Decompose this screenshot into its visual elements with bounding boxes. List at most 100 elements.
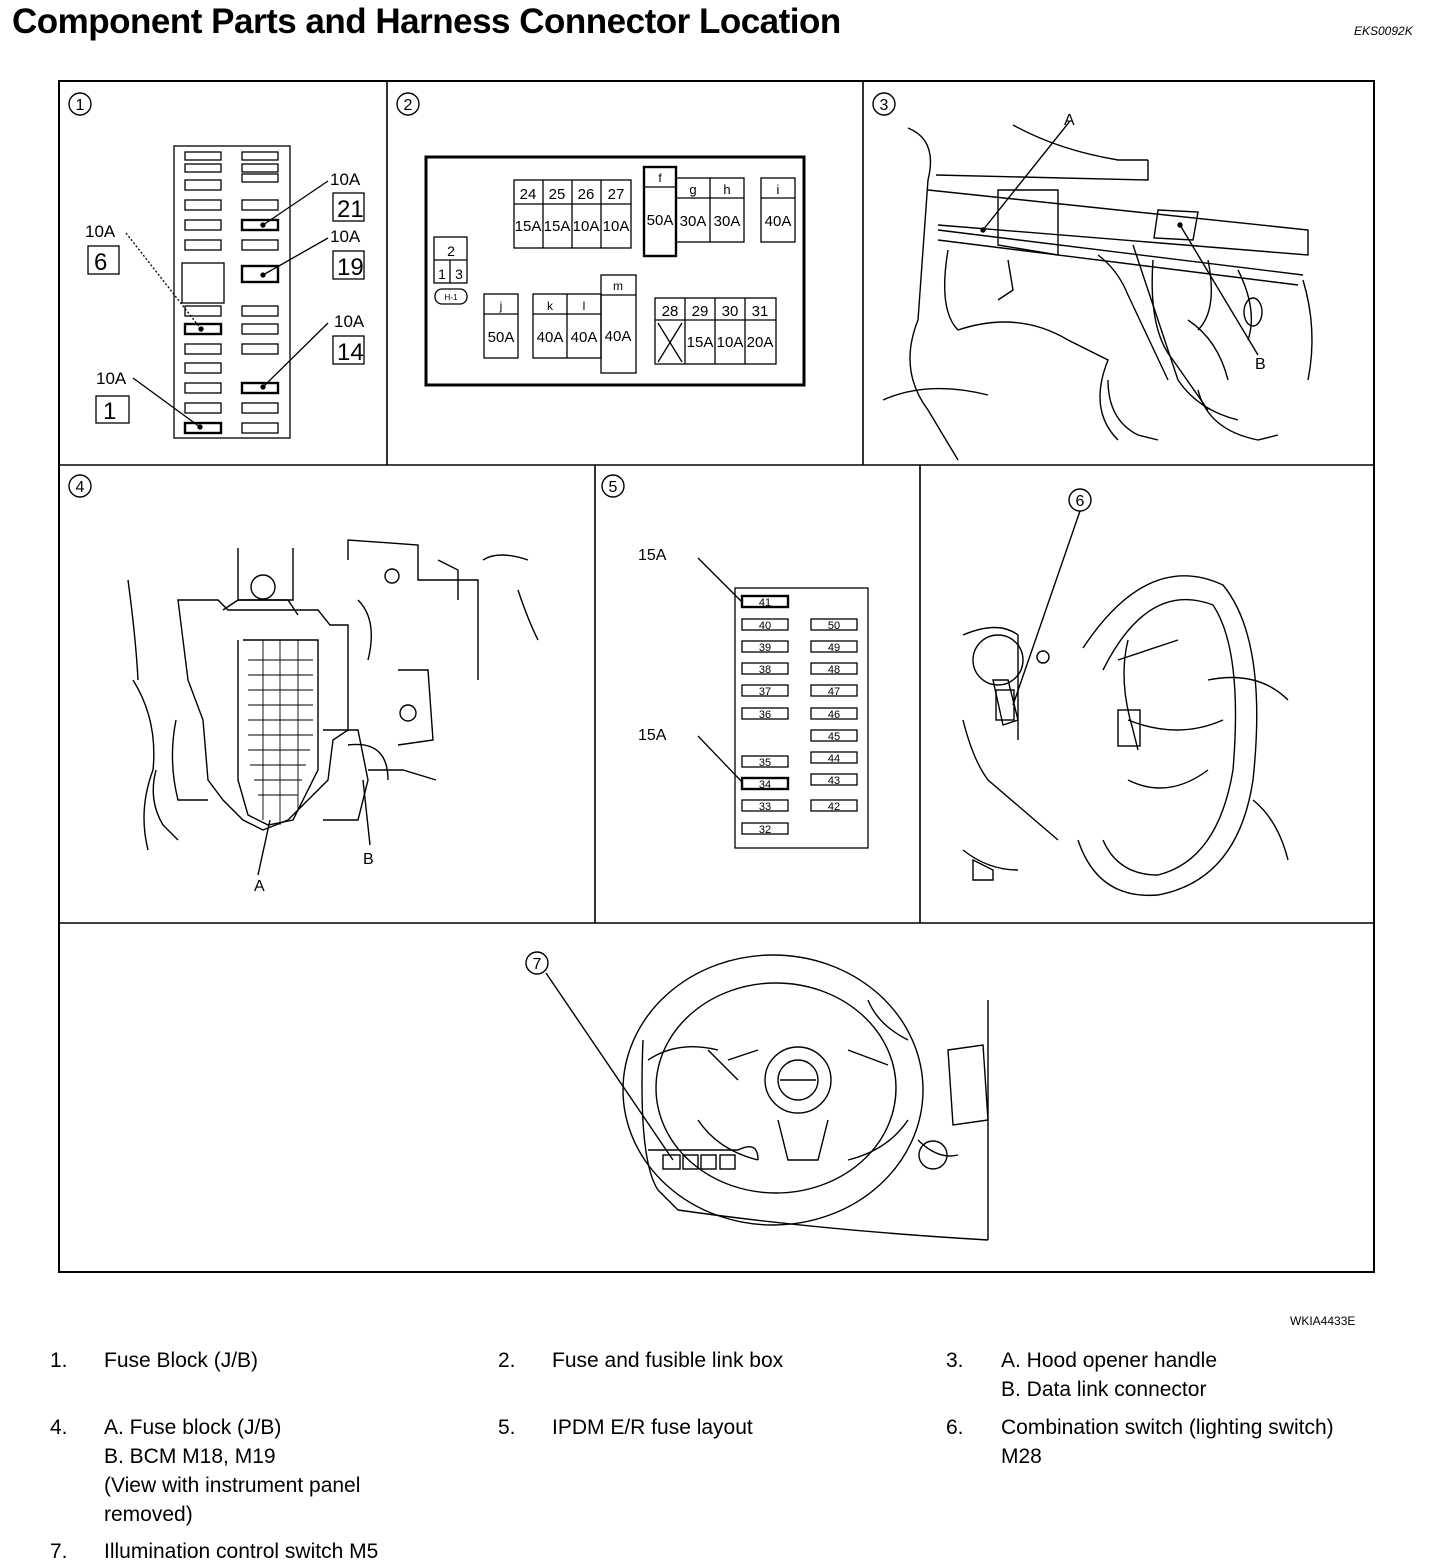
fuse-number-32: 32: [759, 824, 771, 836]
svg-text:l: l: [583, 299, 586, 313]
legend-text-4c: (View with instrument panel: [104, 1474, 361, 1497]
fuse-number-49: 49: [828, 642, 840, 654]
panel4-illustration: [127, 539, 539, 876]
fuse-number-37: 37: [759, 686, 771, 698]
fuse-slot-40: [741, 618, 789, 631]
panel-number-1: 1: [68, 92, 92, 116]
svg-text:1: 1: [76, 97, 85, 114]
svg-text:40A: 40A: [765, 213, 792, 230]
svg-text:10A: 10A: [334, 312, 365, 331]
fuse-slot-33: [741, 799, 789, 812]
svg-text:30A: 30A: [680, 213, 707, 230]
svg-text:1: 1: [103, 398, 116, 425]
fuse-number-46: 46: [828, 709, 840, 721]
fuse-number-48: 48: [828, 664, 840, 676]
fuse-slot-38: [741, 662, 789, 675]
svg-text:50A: 50A: [647, 212, 674, 229]
fuse-number-42: 42: [828, 801, 840, 813]
panel5-ipdm-box: [697, 557, 869, 849]
fuse-number-41: 41: [759, 597, 771, 609]
fuse-number-36: 36: [759, 709, 771, 721]
svg-text:15A: 15A: [544, 218, 571, 235]
svg-text:28: 28: [662, 303, 679, 320]
svg-text:4: 4: [76, 479, 85, 496]
svg-text:2: 2: [447, 243, 455, 259]
svg-text:m: m: [613, 279, 623, 293]
svg-text:25: 25: [549, 186, 566, 203]
legend-text-3a: A. Hood opener handle: [1001, 1349, 1217, 1372]
legend-num-7: 7.: [50, 1540, 68, 1563]
svg-text:26: 26: [578, 186, 595, 203]
legend-text-7: Illumination control switch M5: [104, 1540, 379, 1563]
fuse-slot-34: [740, 776, 790, 791]
fuse-number-34: 34: [759, 779, 771, 791]
svg-text:5: 5: [609, 479, 618, 496]
svg-text:14: 14: [337, 339, 364, 366]
panel4-labels: A B: [254, 851, 374, 895]
panel1-fuse-block: [87, 145, 365, 439]
svg-text:k: k: [547, 299, 554, 313]
panel-number-4: 4: [68, 474, 92, 498]
svg-text:A: A: [254, 878, 265, 895]
fuse-slot-50: [810, 618, 858, 631]
fuse-slot-45: [810, 729, 858, 742]
panel-number-2: 2: [396, 92, 420, 116]
svg-text:15A: 15A: [687, 334, 714, 351]
svg-text:i: i: [777, 182, 780, 197]
fuse-slot-36: [741, 707, 789, 720]
panel-number-3: 3: [872, 92, 896, 116]
fuse-slot-46: [810, 707, 858, 720]
svg-text:B: B: [363, 851, 374, 868]
panel2-labels: 24 25 26 27 15A 15A 10A 10A f 50A g 30A …: [438, 171, 791, 351]
svg-text:19: 19: [337, 254, 364, 281]
fuse-slot-42: [810, 799, 858, 812]
panel3-labels: A B: [1064, 112, 1266, 373]
svg-text:21: 21: [337, 196, 364, 223]
legend-text-5: IPDM E/R fuse layout: [552, 1416, 753, 1439]
svg-text:10A: 10A: [330, 170, 361, 189]
fuse-number-43: 43: [828, 775, 840, 787]
fuse-slot-37: [741, 684, 789, 697]
svg-text:2: 2: [404, 97, 413, 114]
svg-text:40A: 40A: [537, 329, 564, 346]
panel-number-6: 6: [1068, 488, 1092, 512]
legend-text-2: Fuse and fusible link box: [552, 1349, 784, 1372]
legend-text-6b: M28: [1001, 1445, 1042, 1468]
svg-text:10A: 10A: [573, 218, 600, 235]
svg-text:31: 31: [752, 303, 769, 320]
legend-text-4a: A. Fuse block (J/B): [104, 1416, 282, 1439]
fuse-slot-35: [741, 755, 789, 768]
fuse-slot-32: [741, 822, 789, 835]
svg-text:7: 7: [533, 956, 542, 973]
panel5-labels: 15A 15A: [638, 547, 667, 744]
fuse-number-40: 40: [759, 620, 771, 632]
fuse-number-47: 47: [828, 686, 840, 698]
svg-text:29: 29: [692, 303, 709, 320]
svg-text:6: 6: [1076, 493, 1085, 510]
legend-text-6a: Combination switch (lighting switch): [1001, 1416, 1334, 1439]
legend-num-1: 1.: [50, 1349, 68, 1372]
legend-text-3b: B. Data link connector: [1001, 1378, 1207, 1401]
svg-text:40A: 40A: [571, 329, 598, 346]
fuse-number-33: 33: [759, 801, 771, 813]
legend-num-6: 6.: [946, 1416, 964, 1439]
fuse-slot-41: [740, 594, 790, 609]
panel1-callout-labels: 10A 21 10A 6 10A 19 10A 14 10A 1: [85, 170, 365, 425]
fuse-slot-43: [810, 773, 858, 786]
svg-text:1: 1: [438, 266, 446, 282]
svg-text:30: 30: [722, 303, 739, 320]
panel-number-7: 7: [525, 951, 549, 975]
svg-text:27: 27: [608, 186, 625, 203]
fuse-number-38: 38: [759, 664, 771, 676]
svg-text:50A: 50A: [488, 329, 515, 346]
svg-text:3: 3: [455, 266, 463, 282]
fuse-slot-49: [810, 640, 858, 653]
legend-text-4b: B. BCM M18, M19: [104, 1445, 276, 1468]
fuse-number-45: 45: [828, 731, 840, 743]
legend-num-5: 5.: [498, 1416, 516, 1439]
legend-num-2: 2.: [498, 1349, 516, 1372]
fuse-number-35: 35: [759, 757, 771, 769]
fuse-number-44: 44: [828, 753, 840, 765]
svg-text:H-1: H-1: [445, 293, 458, 302]
panel3-illustration: [882, 120, 1313, 461]
